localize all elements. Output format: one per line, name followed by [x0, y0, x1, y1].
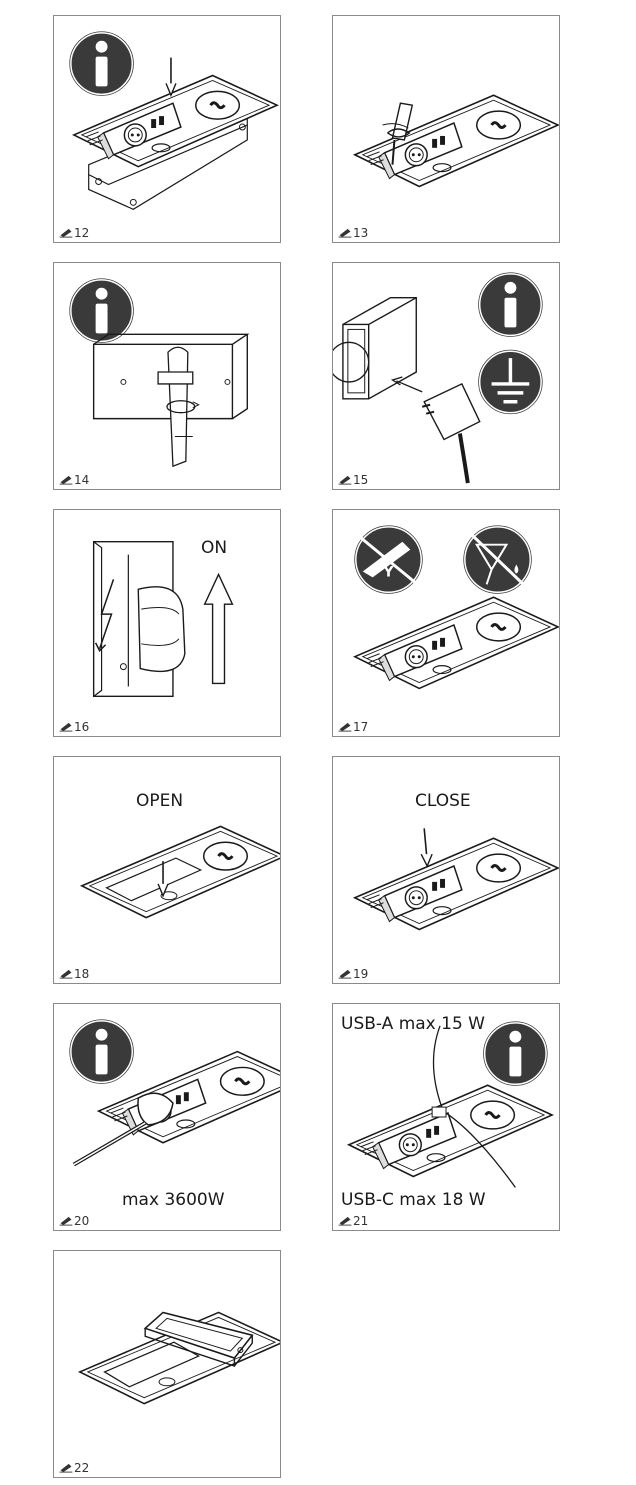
on-label: ON: [201, 538, 228, 558]
pencil-icon: [338, 969, 352, 979]
step-12-illustration: [66, 28, 279, 210]
usb-c-label: USB-C max 18 W: [341, 1190, 486, 1210]
step-21-panel: USB-A max 15 W USB-C max 18 W 21: [332, 1003, 560, 1231]
pencil-icon: [338, 722, 352, 732]
info-icon: [66, 1016, 137, 1087]
step-19-panel: CLOSE 19: [332, 756, 560, 984]
open-label: OPEN: [136, 791, 184, 811]
pencil-icon: [59, 228, 73, 238]
step-label: 14: [74, 473, 90, 487]
info-icon: [480, 1018, 551, 1089]
step-number: 15: [338, 474, 368, 486]
step-15-panel: 15: [332, 262, 560, 490]
step-label: 13: [353, 226, 369, 240]
step-label: 20: [74, 1214, 90, 1228]
no-adapter-icon: [351, 522, 426, 597]
step-14-panel: 14: [53, 262, 281, 490]
pencil-icon: [59, 475, 73, 485]
step-16-panel: ON 16: [53, 509, 281, 737]
step-number: 20: [59, 1215, 89, 1227]
no-adapter-letter: Y: [382, 564, 394, 580]
ground-icon: [475, 346, 546, 418]
step-20-panel: max 3600W 20: [53, 1003, 281, 1231]
step-17-illustration: Y: [351, 522, 559, 690]
pencil-icon: [338, 228, 352, 238]
step-20-illustration: [66, 1016, 280, 1167]
pencil-icon: [59, 1216, 73, 1226]
max-power-label: max 3600W: [122, 1190, 225, 1210]
step-18-panel: OPEN 18: [53, 756, 281, 984]
step-number: 18: [59, 968, 89, 980]
step-15-illustration: [333, 269, 546, 484]
step-19-illustration: [353, 828, 559, 931]
step-13-panel: 13: [332, 15, 560, 243]
info-icon: [66, 28, 137, 99]
pencil-icon: [59, 722, 73, 732]
step-14-illustration: [66, 275, 250, 468]
no-liquid-icon: [460, 522, 535, 597]
pencil-icon: [338, 475, 352, 485]
step-label: 18: [74, 967, 90, 981]
close-label: CLOSE: [415, 791, 471, 811]
step-18-illustration: [80, 825, 280, 919]
step-21-illustration: [347, 1018, 554, 1188]
step-label: 19: [353, 967, 369, 981]
step-number: 22: [59, 1462, 89, 1474]
step-16-illustration: [92, 541, 234, 698]
step-number: 17: [338, 721, 368, 733]
step-number: 13: [338, 227, 368, 239]
step-label: 12: [74, 226, 90, 240]
step-number: 19: [338, 968, 368, 980]
step-22-illustration: [78, 1311, 280, 1405]
step-number: 16: [59, 721, 89, 733]
step-22-panel: 22: [53, 1250, 281, 1478]
step-number: 14: [59, 474, 89, 486]
info-icon: [475, 269, 546, 340]
step-label: 17: [353, 720, 369, 734]
pencil-icon: [59, 1463, 73, 1473]
step-number: 12: [59, 227, 89, 239]
step-label: 21: [353, 1214, 369, 1228]
step-13-illustration: [353, 93, 559, 188]
pencil-icon: [338, 1216, 352, 1226]
pencil-icon: [59, 969, 73, 979]
step-label: 15: [353, 473, 369, 487]
step-12-panel: 12: [53, 15, 281, 243]
step-label: 22: [74, 1461, 90, 1475]
usb-a-label: USB-A max 15 W: [341, 1014, 485, 1034]
step-number: 21: [338, 1215, 368, 1227]
step-17-panel: Y 17: [332, 509, 560, 737]
step-label: 16: [74, 720, 90, 734]
